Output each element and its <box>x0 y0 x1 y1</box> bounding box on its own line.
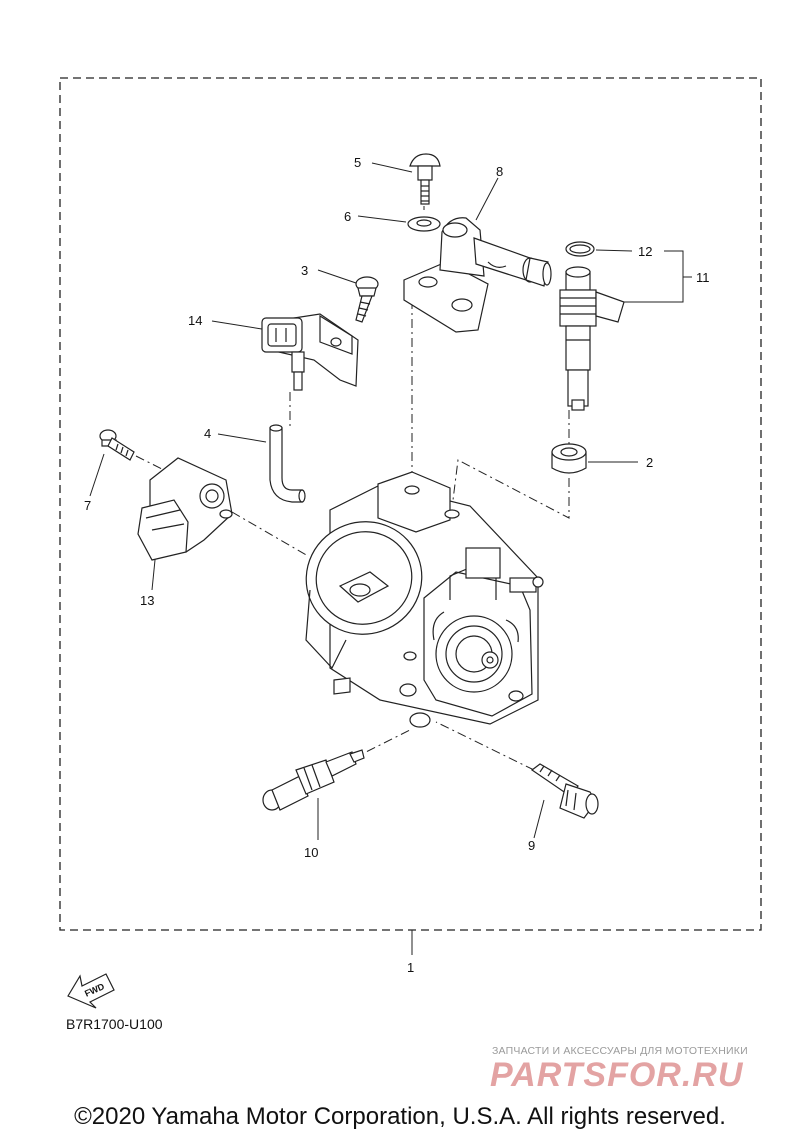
callout-3: 3 <box>301 263 308 278</box>
phantom-lines <box>135 206 570 771</box>
callout-10: 10 <box>304 845 318 860</box>
copyright-notice: ©2020 Yamaha Motor Corporation, U.S.A. A… <box>74 1103 726 1130</box>
bracket-8 <box>403 217 552 333</box>
fuel-injector-11 <box>559 266 625 411</box>
throttle-body-1 <box>305 471 544 728</box>
callout-8: 8 <box>496 164 503 179</box>
callout-7: 7 <box>84 498 91 513</box>
screw-7 <box>99 429 135 461</box>
callout-9: 9 <box>528 838 535 853</box>
bolt-5 <box>409 153 441 205</box>
callout-13: 13 <box>140 593 154 608</box>
o-ring-12 <box>565 241 595 257</box>
watermark-subtitle: ЗАПЧАСТИ И АКСЕССУАРЫ ДЛЯ МОТОТЕХНИКИ <box>492 1045 748 1057</box>
fwd-arrow-icon: FWD <box>67 973 115 1009</box>
callout-1: 1 <box>407 960 414 975</box>
callout-5: 5 <box>354 155 361 170</box>
callout-14: 14 <box>188 313 202 328</box>
map-sensor-14 <box>261 313 359 391</box>
screw-3 <box>355 276 379 323</box>
diagram-code: B7R1700-U100 <box>66 1016 163 1032</box>
callout-4: 4 <box>204 426 211 441</box>
assembly-frame <box>59 77 762 931</box>
watermark-logo: PARTSFOR.RU <box>490 1056 744 1094</box>
callout-2: 2 <box>646 455 653 470</box>
callout-6: 6 <box>344 209 351 224</box>
washer-6 <box>407 216 441 232</box>
screw-9 <box>530 763 599 819</box>
callout-11: 11 <box>696 270 710 285</box>
throttle-position-sensor-13 <box>137 457 233 561</box>
callout-12: 12 <box>638 244 652 259</box>
sensor-10 <box>262 749 365 811</box>
seal-2 <box>551 443 587 474</box>
hose-4 <box>269 424 306 503</box>
